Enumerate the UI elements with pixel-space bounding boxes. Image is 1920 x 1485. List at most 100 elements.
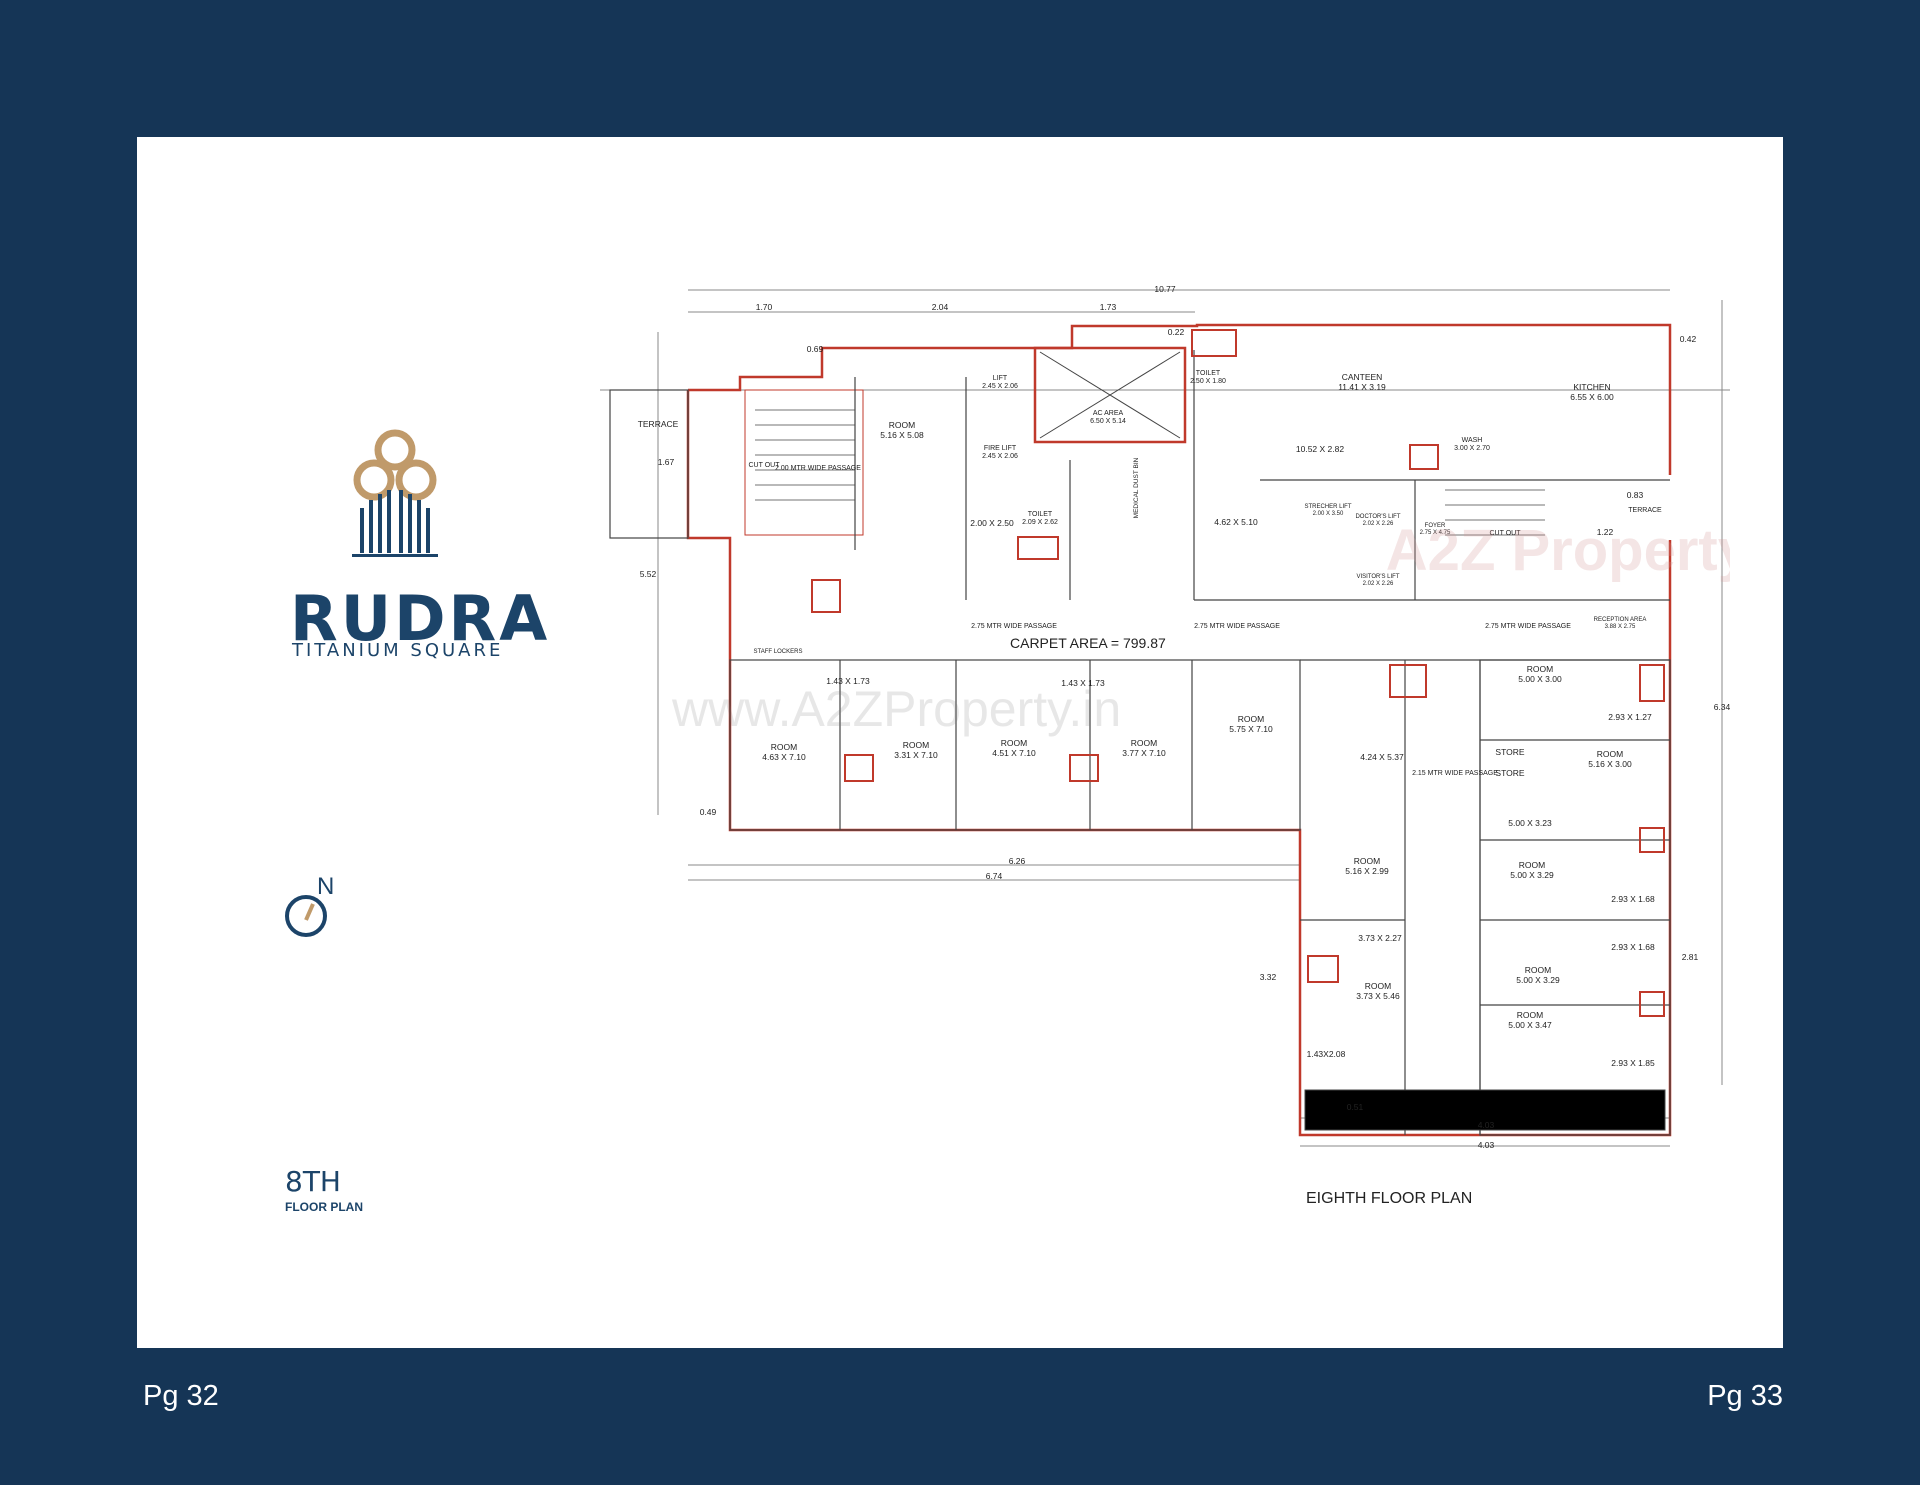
room-j-size: 5.00 X 3.29	[1516, 975, 1560, 985]
space-size-2: 4.62 X 5.10	[1214, 517, 1258, 527]
space-size-6: 4.24 X 5.37	[1360, 752, 1404, 762]
dim-bottom-2: 6.74	[986, 871, 1003, 881]
space-size-12: 3.73 X 2.27	[1358, 933, 1402, 943]
dim-side-12: 0.83	[1627, 490, 1644, 500]
dim-side-9: 0.51	[1347, 1102, 1364, 1112]
room-k-size: 5.00 X 3.47	[1508, 1020, 1552, 1030]
cutout-right: CUT OUT	[1490, 530, 1522, 537]
dim-side-2: 1.67	[658, 457, 675, 467]
floor-label: FLOOR PLAN	[285, 1200, 363, 1214]
room-terrace-right: TERRACE	[1628, 507, 1662, 514]
foyer-size: 2.75 X 4.75	[1420, 530, 1451, 536]
dim-total: 10.77	[1154, 284, 1176, 294]
space-size-7: 2.93 X 1.27	[1608, 712, 1652, 722]
room-cutout-left: CUT OUT	[749, 462, 781, 469]
dim-3: 1.73	[1100, 302, 1117, 312]
store-1: STORE	[1495, 747, 1524, 757]
room-a-size: 5.16 X 5.08	[880, 430, 924, 440]
dim-side-11: 1.22	[1597, 527, 1614, 537]
visitors-lift-size: 2.02 X 2.26	[1363, 581, 1394, 587]
ac-area-size: 6.50 X 5.14	[1090, 418, 1126, 425]
space-size-3: 2.00 X 2.50	[970, 518, 1014, 528]
room-h-name: ROOM	[1597, 749, 1623, 759]
room-e-size: 3.77 X 7.10	[1122, 748, 1166, 758]
visitors-lift-name: VISITOR'S LIFT	[1356, 574, 1399, 580]
toilet-top-size: 2.50 X 1.80	[1190, 378, 1226, 385]
watermark-brand: A2Z Property	[1386, 518, 1730, 583]
room-m-size: 3.73 X 5.46	[1356, 991, 1400, 1001]
room-g-size: 5.00 X 3.00	[1518, 674, 1562, 684]
page-number-right: Pg 33	[1707, 1380, 1783, 1412]
fire-lift-size: 2.45 X 2.06	[982, 453, 1018, 460]
toilet-mid-size: 2.09 X 2.62	[1022, 519, 1058, 526]
passage-2: 2.75 MTR WIDE PASSAGE	[1194, 623, 1280, 630]
dim-side-7: 2.81	[1682, 952, 1699, 962]
space-size-5: 1.43 X 1.73	[1061, 678, 1105, 688]
floor-plan-drawing: 10.77 1.70 2.04 1.73 6.26 6.74 4.03 4.03…	[600, 284, 1730, 1150]
space-size-13: 1.43X2.08	[1307, 1049, 1346, 1059]
fire-lift-name: FIRE LIFT	[984, 445, 1017, 452]
reception-name: RECEPTION AREA	[1594, 617, 1647, 623]
room-j-name: ROOM	[1525, 965, 1551, 975]
room-k-name: ROOM	[1517, 1010, 1543, 1020]
ac-area-name: AC AREA	[1093, 410, 1124, 417]
dim-bottom-1: 6.26	[1009, 856, 1026, 866]
kitchen-name: KITCHEN	[1573, 382, 1610, 392]
room-m-name: ROOM	[1365, 981, 1391, 991]
room-b-name: ROOM	[771, 742, 797, 752]
dim-side-8: 3.32	[1260, 972, 1277, 982]
passage-3: 2.75 MTR WIDE PASSAGE	[1485, 623, 1571, 630]
space-size-9: 2.93 X 1.68	[1611, 894, 1655, 904]
watermark-url: www.A2ZProperty.in	[672, 681, 1122, 737]
dim-side-6: 6.34	[1714, 702, 1730, 712]
lift-size: 2.45 X 2.06	[982, 383, 1018, 390]
room-b-size: 4.63 X 7.10	[762, 752, 806, 762]
room-f-name: ROOM	[1238, 714, 1264, 724]
passage-1: 2.75 MTR WIDE PASSAGE	[971, 623, 1057, 630]
toilet-top-name: TOILET	[1196, 370, 1221, 377]
room-d-name: ROOM	[1001, 738, 1027, 748]
room-g-name: ROOM	[1527, 664, 1553, 674]
space-size-8: 5.00 X 3.23	[1508, 818, 1552, 828]
room-i-size: 5.00 X 3.29	[1510, 870, 1554, 880]
strecher-lift-size: 2.00 X 3.50	[1313, 511, 1344, 517]
strecher-lift-name: STRECHER LIFT	[1304, 504, 1351, 510]
space-size-4: 1.43 X 1.73	[826, 676, 870, 686]
room-c-name: ROOM	[903, 740, 929, 750]
canteen-size: 11.41 X 3.19	[1338, 382, 1386, 392]
brand-name: RUDRA	[290, 582, 551, 655]
room-terrace-left: TERRACE	[638, 419, 679, 429]
room-i-name: ROOM	[1519, 860, 1545, 870]
dim-side-4: 0.22	[1168, 327, 1185, 337]
dim-side-5: 0.42	[1680, 334, 1697, 344]
page-number-left: Pg 32	[143, 1380, 219, 1412]
canteen-name: CANTEEN	[1342, 372, 1383, 382]
north-compass-icon: N	[285, 873, 334, 937]
doctors-lift-name: DOCTOR'S LIFT	[1355, 514, 1400, 520]
brand-subtitle: TITANIUM SQUARE	[292, 640, 504, 661]
lift-name: LIFT	[993, 375, 1008, 382]
medical-dust-bin: MEDICAL DUST BIN	[1133, 457, 1140, 518]
toilet-mid-name: TOILET	[1028, 511, 1053, 518]
plan-title: EIGHTH FLOOR PLAN	[1306, 1190, 1473, 1207]
rudra-logo-icon	[352, 429, 438, 557]
wash-name: WASH	[1462, 437, 1483, 444]
room-c-size: 3.31 X 7.10	[894, 750, 938, 760]
wash-size: 3.00 X 2.70	[1454, 445, 1490, 452]
carpet-area: CARPET AREA = 799.87	[1010, 635, 1166, 651]
reception-size: 3.88 X 2.75	[1605, 624, 1636, 630]
dim-bottom-3: 4.03	[1478, 1120, 1495, 1130]
passage-5: 2.00 MTR WIDE PASSAGE	[775, 465, 861, 472]
doctors-lift-size: 2.02 X 2.26	[1363, 521, 1394, 527]
floor-number: 8TH	[285, 1165, 341, 1198]
kitchen-size: 6.55 X 6.00	[1570, 392, 1614, 402]
room-e-name: ROOM	[1131, 738, 1157, 748]
staff-lockers: STAFF LOCKERS	[754, 649, 803, 655]
compass-north-label: N	[317, 873, 334, 900]
room-d-size: 4.51 X 7.10	[992, 748, 1036, 758]
dim-side-3: 0.69	[807, 344, 824, 354]
space-size-10: 2.93 X 1.68	[1611, 942, 1655, 952]
dim-side-1: 5.52	[640, 569, 657, 579]
dim-1: 1.70	[756, 302, 773, 312]
passage-4: 2.15 MTR WIDE PASSAGE	[1412, 770, 1498, 777]
